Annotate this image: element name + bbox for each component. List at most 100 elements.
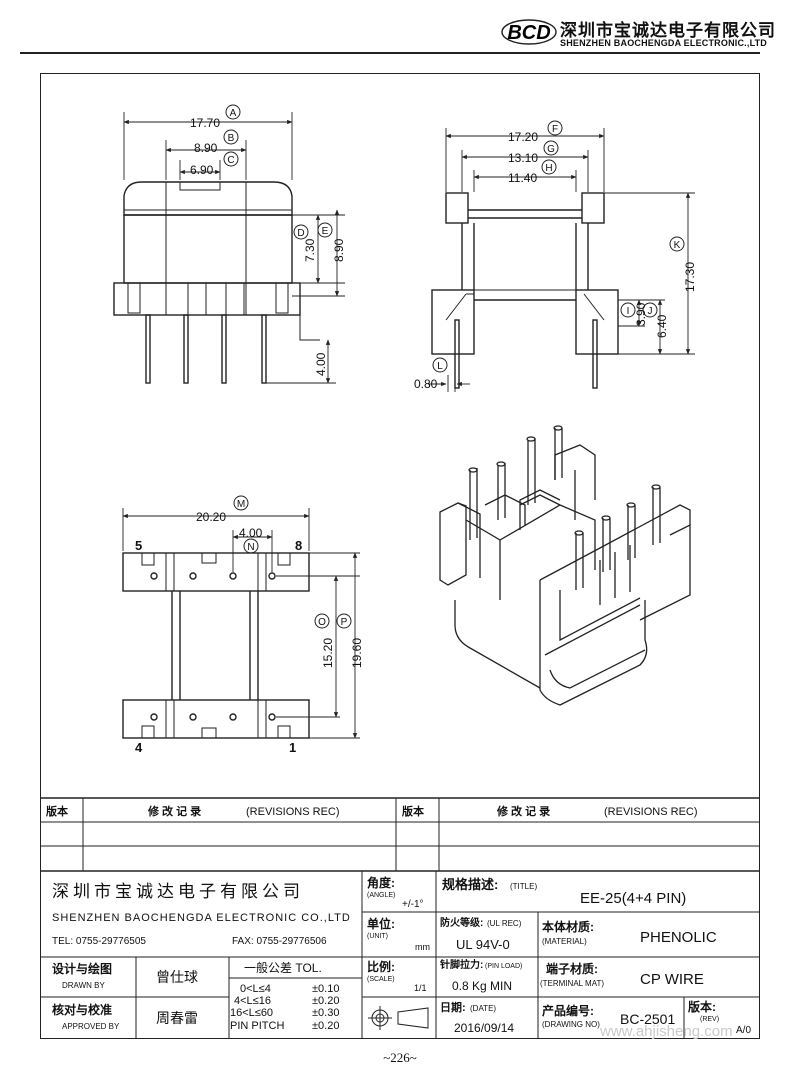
- header-company-en: SHENZHEN BAOCHENGDA ELECTRONIC.,LTD: [560, 38, 767, 48]
- dim-g-mark: G: [547, 144, 555, 155]
- dim-k-value: 17.30: [683, 262, 697, 292]
- tb-tol-range-0: 0<L≤4: [240, 983, 271, 995]
- tb-pinload-value: 0.8 Kg MIN: [452, 979, 512, 993]
- front-view: [113, 181, 320, 384]
- dim-e-value: 8.90: [332, 238, 346, 262]
- tb-pinload-label: 针脚拉力:: [440, 958, 483, 971]
- logo-text: BCD: [507, 22, 550, 44]
- tb-angle-label-en: (ANGLE): [367, 892, 395, 899]
- tb-fax: FAX: 0755-29776506: [232, 936, 327, 947]
- tb-scale-value: 1/1: [414, 983, 427, 993]
- dim-b-mark: B: [228, 133, 235, 144]
- watermark: www.ahjisheng.com: [599, 1023, 733, 1040]
- dim-h-value: 11.40: [508, 171, 537, 185]
- dim-i-mark: I: [627, 306, 630, 317]
- tb-approved-label: 核对与校准: [52, 1002, 112, 1017]
- pin-label-8: 8: [295, 538, 302, 553]
- dim-n-value: 4.00: [239, 526, 263, 540]
- revision-table: [40, 797, 760, 872]
- dim-o-mark: O: [318, 617, 326, 628]
- tb-tol-value-1: ±0.20: [312, 995, 339, 1007]
- tb-unit-label-en: (UNIT): [367, 933, 388, 940]
- dim-f-value: 17.20: [508, 130, 538, 144]
- title-block-grid: [40, 871, 760, 1039]
- dim-c-value: 6.90: [190, 163, 214, 177]
- side-view: [431, 192, 619, 389]
- rev-col-record-en-left: (REVISIONS REC): [246, 806, 340, 818]
- dim-l-value: 0.80: [414, 377, 438, 391]
- company-logo: BCD: [501, 19, 557, 45]
- tb-terminal-label: 端子材质:: [546, 961, 598, 976]
- tb-terminal-value: CP WIRE: [640, 971, 704, 988]
- tb-drawing-no-label-en: (DRAWING NO): [542, 1020, 600, 1029]
- tb-scale-label: 比例:: [367, 959, 395, 974]
- header-rule: [20, 52, 760, 54]
- dim-b-value: 8.90: [194, 141, 218, 155]
- tb-unit-label: 单位:: [367, 916, 395, 931]
- tb-material-label: 本体材质:: [542, 919, 594, 934]
- dim-c-mark: C: [227, 155, 234, 166]
- tb-material-label-en: (MATERIAL): [542, 937, 587, 946]
- dim-f-mark: F: [552, 124, 558, 135]
- tb-angle-value: +/-1°: [402, 899, 424, 910]
- tb-rev-label-en: (REV): [700, 1016, 719, 1023]
- tb-drawing-no-value: BC-2501: [620, 1011, 675, 1027]
- dim-m-value: 20.20: [196, 510, 226, 524]
- tb-ul-value: UL 94V-0: [456, 937, 510, 952]
- rev-col-record-en-right: (REVISIONS REC): [604, 806, 698, 818]
- tb-company-cn: 深圳市宝诚达电子有限公司: [52, 882, 304, 901]
- tb-drawing-no-label: 产品编号:: [542, 1003, 594, 1018]
- tb-tol-range-2: 16<L≤60: [230, 1007, 273, 1019]
- rev-col-version-left: 版本: [46, 804, 68, 818]
- tb-approved-value: 周春雷: [156, 1010, 198, 1026]
- dim-e-mark: E: [322, 226, 329, 237]
- dim-a-value: 17.70: [190, 116, 220, 130]
- dim-m-mark: M: [237, 499, 245, 510]
- page-number: ~226~: [383, 1050, 417, 1065]
- dim-o-value: 15.20: [321, 638, 335, 668]
- rev-col-record-right: 修 改 记 录: [496, 804, 550, 818]
- tb-tol-value-2: ±0.30: [312, 1007, 339, 1019]
- tb-angle-label: 角度:: [367, 875, 395, 890]
- tb-unit-value: mm: [415, 942, 430, 952]
- dim-pin-value: 4.00: [314, 352, 328, 376]
- tb-ul-label: 防火等级:: [440, 916, 483, 929]
- tb-scale-label-en: (SCALE): [367, 976, 395, 983]
- pin-label-4: 4: [135, 740, 143, 755]
- tb-tol-value-3: ±0.20: [312, 1020, 339, 1032]
- tb-tol-value-0: ±0.10: [312, 983, 339, 995]
- dim-j-value: 6.40: [655, 314, 669, 338]
- dim-p-mark: P: [341, 617, 348, 628]
- tb-date-label: 日期:: [440, 1000, 466, 1014]
- tb-drawn-value: 曾仕球: [156, 969, 198, 985]
- projection-symbol-icon: [368, 1006, 429, 1030]
- tb-rev-label: 版本:: [688, 999, 716, 1014]
- tb-tel: TEL: 0755-29776505: [52, 936, 146, 947]
- tb-title-value: EE-25(4+4 PIN): [580, 890, 686, 907]
- tb-date-value: 2016/09/14: [454, 1021, 514, 1035]
- tb-title-label: 规格描述:: [442, 877, 498, 892]
- tb-date-label-en: (DATE): [470, 1004, 496, 1013]
- dim-d-value: 7.30: [303, 238, 317, 262]
- tb-material-value: PHENOLIC: [640, 929, 717, 946]
- dim-a-mark: A: [230, 108, 237, 119]
- dim-l-mark: L: [437, 361, 443, 372]
- dim-k-mark: K: [674, 240, 681, 251]
- tb-approved-label-en: APPROVED BY: [62, 1022, 120, 1031]
- tb-company-en: SHENZHEN BAOCHENGDA ELECTRONIC CO.,LTD: [52, 912, 351, 924]
- bottom-view: [122, 552, 310, 739]
- tb-ul-label-en: (UL REC): [487, 919, 522, 928]
- dim-g-value: 13.10: [508, 151, 538, 165]
- tb-title-label-en: (TITLE): [510, 882, 537, 891]
- tb-tol-title: 一般公差 TOL.: [244, 960, 322, 975]
- drawing-frame: [40, 73, 760, 1039]
- dim-d-mark: D: [297, 228, 304, 239]
- tb-drawn-label-en: DRAWN BY: [62, 981, 105, 990]
- dim-p-value: 19.60: [350, 638, 364, 668]
- header-company-cn: 深圳市宝诚达电子有限公司: [560, 21, 776, 40]
- pin-label-5: 5: [135, 538, 142, 553]
- tb-tol-range-1: 4<L≤16: [234, 995, 271, 1007]
- tb-pinload-label-en: (PIN LOAD): [485, 963, 522, 970]
- rev-col-record-left: 修 改 记 录: [147, 804, 201, 818]
